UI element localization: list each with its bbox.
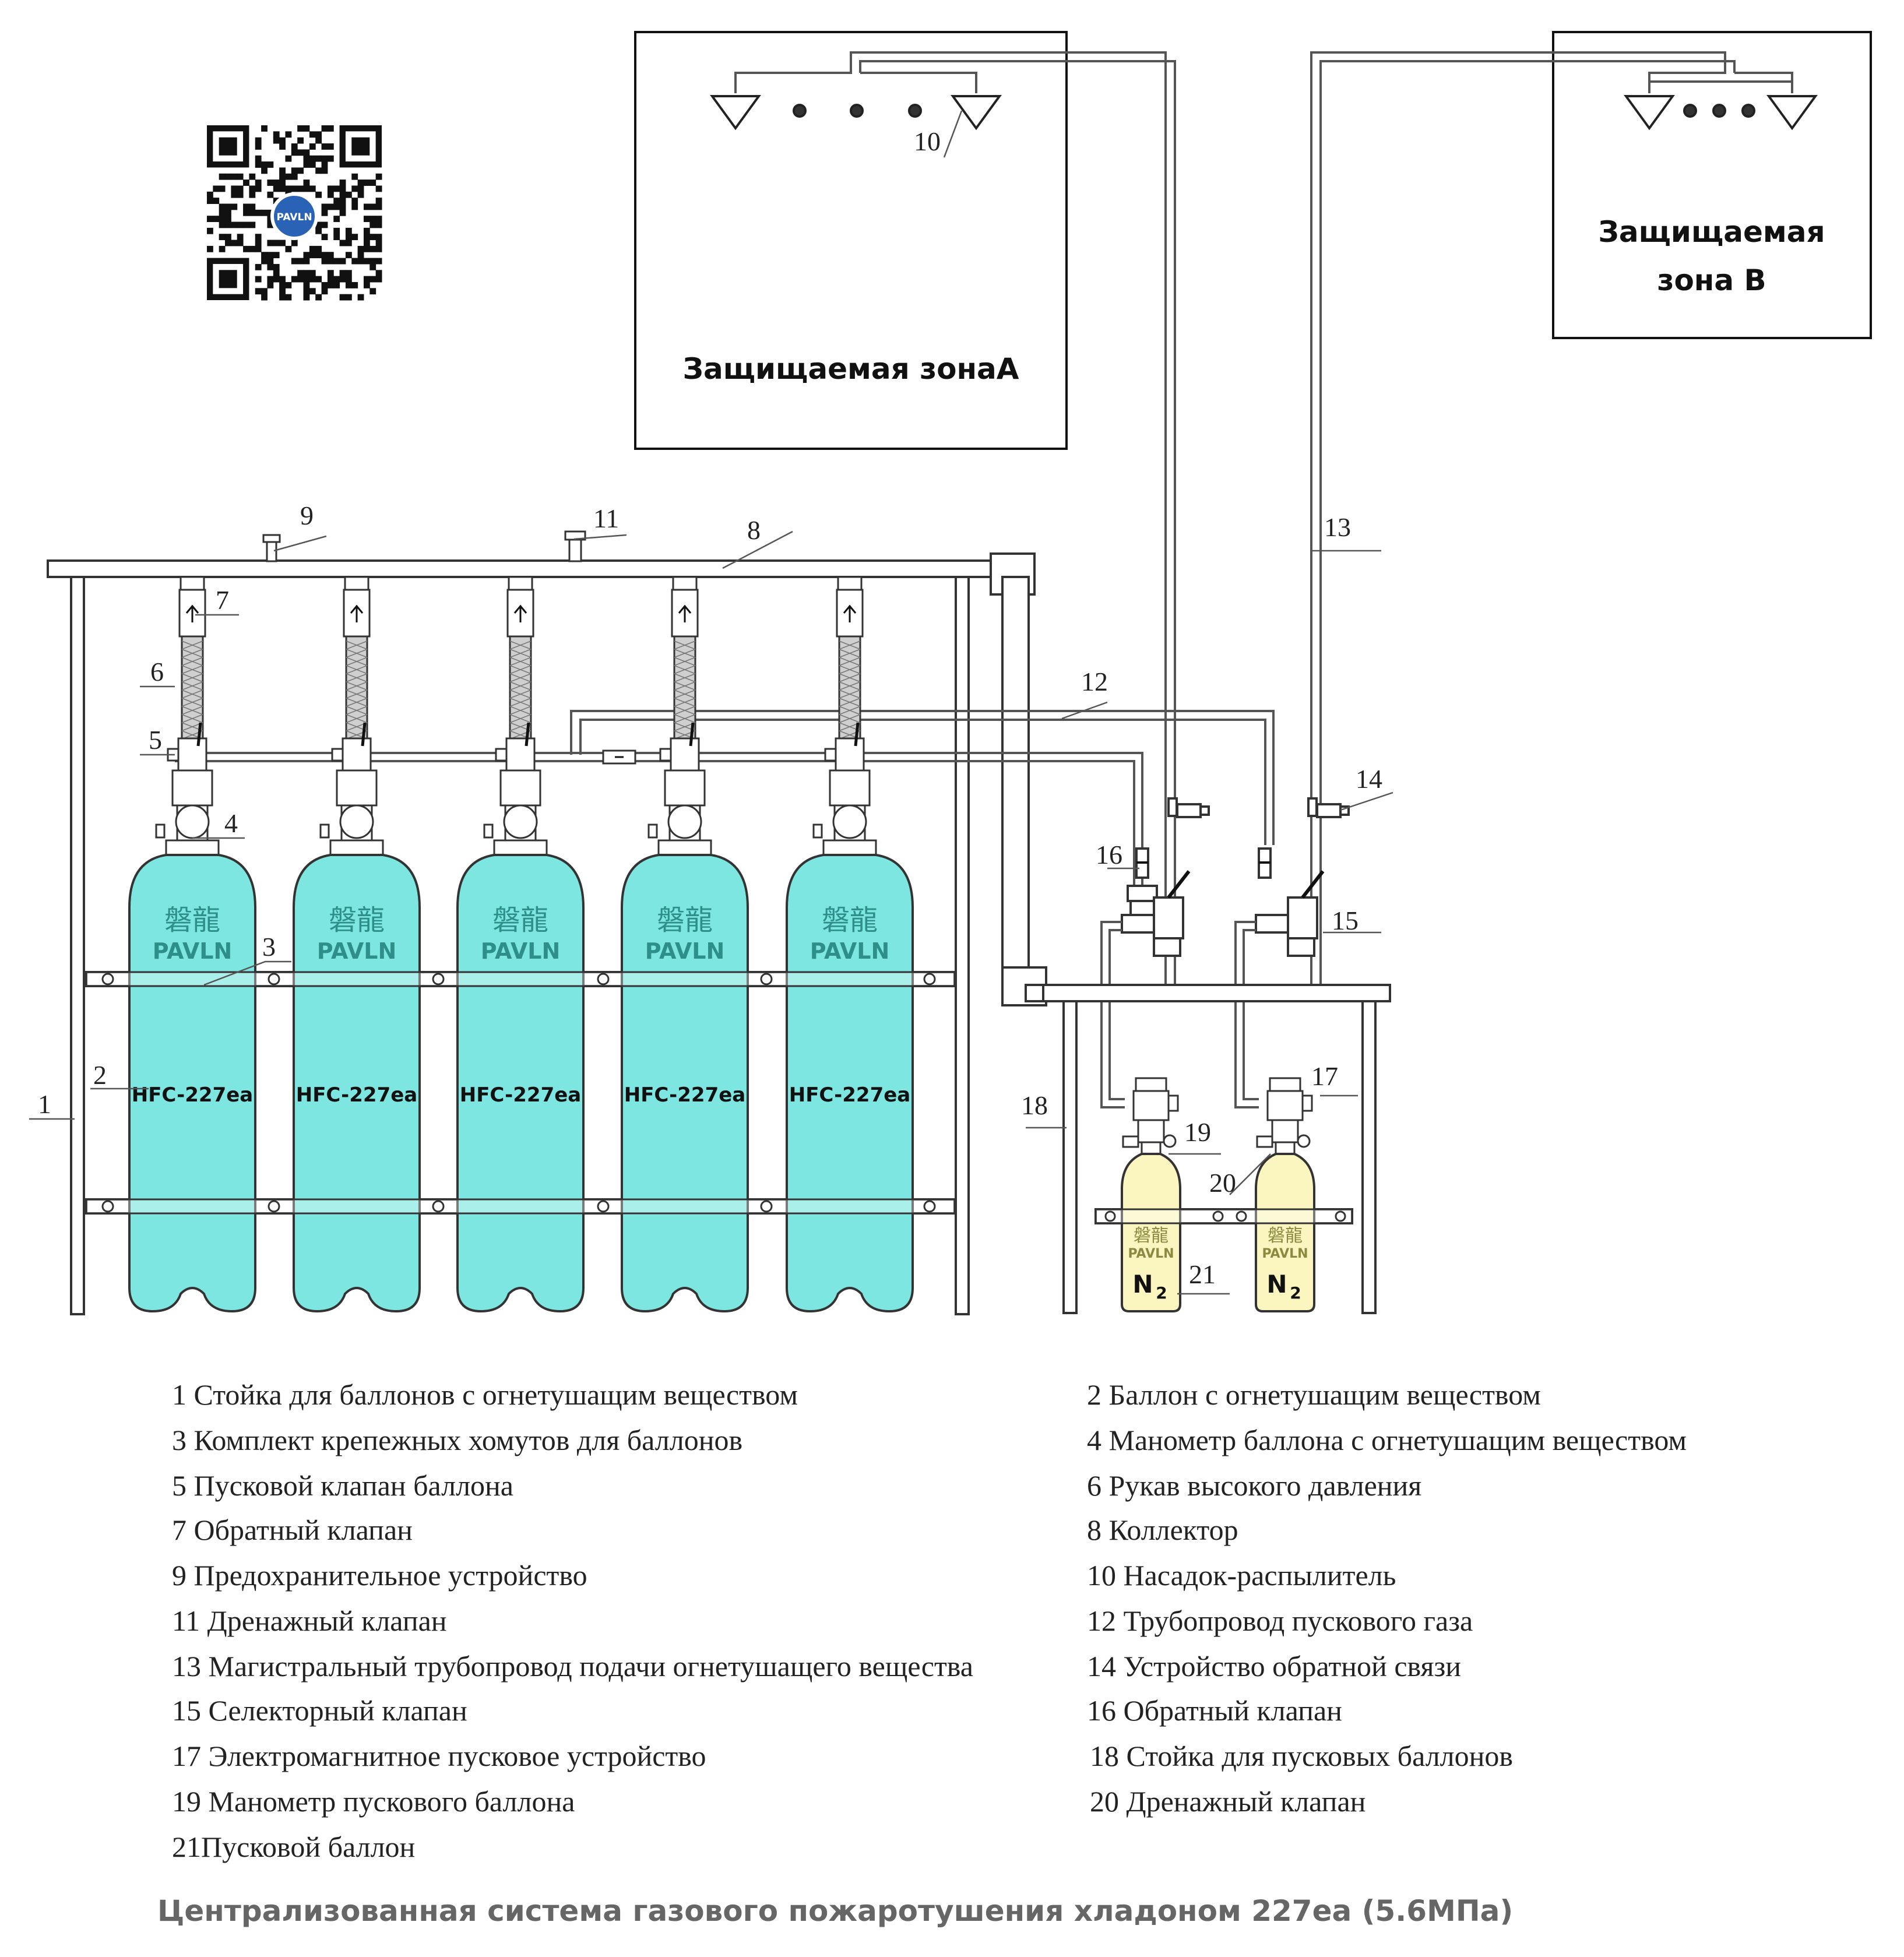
callout-9: 9 [300, 501, 314, 530]
callout-leaders [29, 110, 1393, 1295]
callout-2: 2 [93, 1060, 107, 1090]
selector-pilot-lines [1100, 921, 1259, 1108]
cylinder-clamps [85, 971, 956, 1215]
callout-15: 15 [1332, 906, 1359, 935]
nozzles-zone-b [1624, 95, 1818, 131]
zone-b-label-line1: Защищаемая [1598, 215, 1825, 249]
pilot-cylinder-rack [1042, 984, 1391, 1314]
cylinder-agent-label: HFC-227ea [460, 1083, 582, 1107]
pilot-brand: PAVLN [1128, 1247, 1174, 1261]
callout-17: 17 [1311, 1061, 1338, 1091]
callout-13: 13 [1324, 512, 1351, 542]
cylinder-brand-cn: 磐龍 [822, 904, 878, 937]
callout-10: 10 [914, 126, 941, 156]
callout-numbers: 1 2 3 4 5 6 7 8 9 10 11 12 13 14 15 16 1… [38, 126, 1382, 1289]
cylinder-brand-cn: 磐龍 [329, 904, 385, 937]
callout-5: 5 [149, 725, 162, 755]
pilot-gas-subscript: 2 [1290, 1283, 1301, 1303]
pilot-line-check-valve [602, 749, 636, 765]
cylinder-agent-label: HFC-227ea [624, 1083, 746, 1107]
cylinder-brand: PAVLN [645, 938, 725, 964]
pilot-brand-cn: 磐龍 [1268, 1226, 1303, 1246]
pilot-gas-label: N [1132, 1270, 1153, 1298]
callout-11: 11 [593, 504, 619, 533]
pilot-gas-label: N [1266, 1270, 1287, 1298]
qr-logo-text: PAVLN [276, 212, 312, 223]
callout-1: 1 [38, 1089, 51, 1119]
callout-7: 7 [216, 585, 229, 615]
qr-code: PAVLN [207, 125, 382, 301]
cylinder-brand: PAVLN [153, 938, 233, 964]
callout-16: 16 [1096, 840, 1122, 870]
agent-cylinders: 磐龍PAVLNHFC-227ea磐龍PAVLNHFC-227ea磐龍PAVLNH… [128, 576, 914, 1313]
selector-valve-b [1255, 797, 1350, 957]
callout-21: 21 [1189, 1259, 1216, 1289]
callout-14: 14 [1356, 764, 1382, 794]
pilot-brand: PAVLN [1262, 1247, 1308, 1261]
callout-8: 8 [747, 515, 761, 545]
zone-b-label-line2: зона B [1657, 263, 1766, 297]
zone-a-label: Защищаемая зонаA [682, 352, 1019, 386]
callout-18: 18 [1021, 1090, 1048, 1120]
diagram-caption: Централизованная система газового пожаро… [157, 1894, 1514, 1928]
cylinder-agent-label: HFC-227ea [132, 1083, 254, 1107]
callout-6: 6 [150, 657, 164, 687]
selector-valve-a [1121, 797, 1210, 957]
main-pipeline [734, 51, 1793, 991]
pilot-brand-cn: 磐龍 [1134, 1226, 1169, 1246]
nozzles-zone-a [710, 95, 1002, 131]
cylinder-brand-cn: 磐龍 [657, 904, 713, 937]
zone-b-box [1552, 31, 1872, 339]
cylinder-brand: PAVLN [810, 938, 890, 964]
callout-4: 4 [224, 808, 238, 838]
manifold-drain-valve [564, 530, 586, 562]
callout-19: 19 [1184, 1117, 1211, 1147]
cylinder-brand: PAVLN [317, 938, 397, 964]
zone-a-box [634, 31, 1068, 450]
callout-3: 3 [262, 932, 276, 962]
cylinder-agent-label: HFC-227ea [789, 1083, 911, 1107]
cylinder-brand: PAVLN [481, 938, 561, 964]
cylinder-agent-label: HFC-227ea [296, 1083, 418, 1107]
cylinder-brand-cn: 磐龍 [164, 904, 220, 937]
cylinder-brand-cn: 磐龍 [492, 904, 548, 937]
pilot-gas-subscript: 2 [1156, 1283, 1167, 1303]
safety-device [262, 534, 281, 562]
callout-20: 20 [1209, 1168, 1236, 1198]
callout-12: 12 [1081, 667, 1108, 696]
